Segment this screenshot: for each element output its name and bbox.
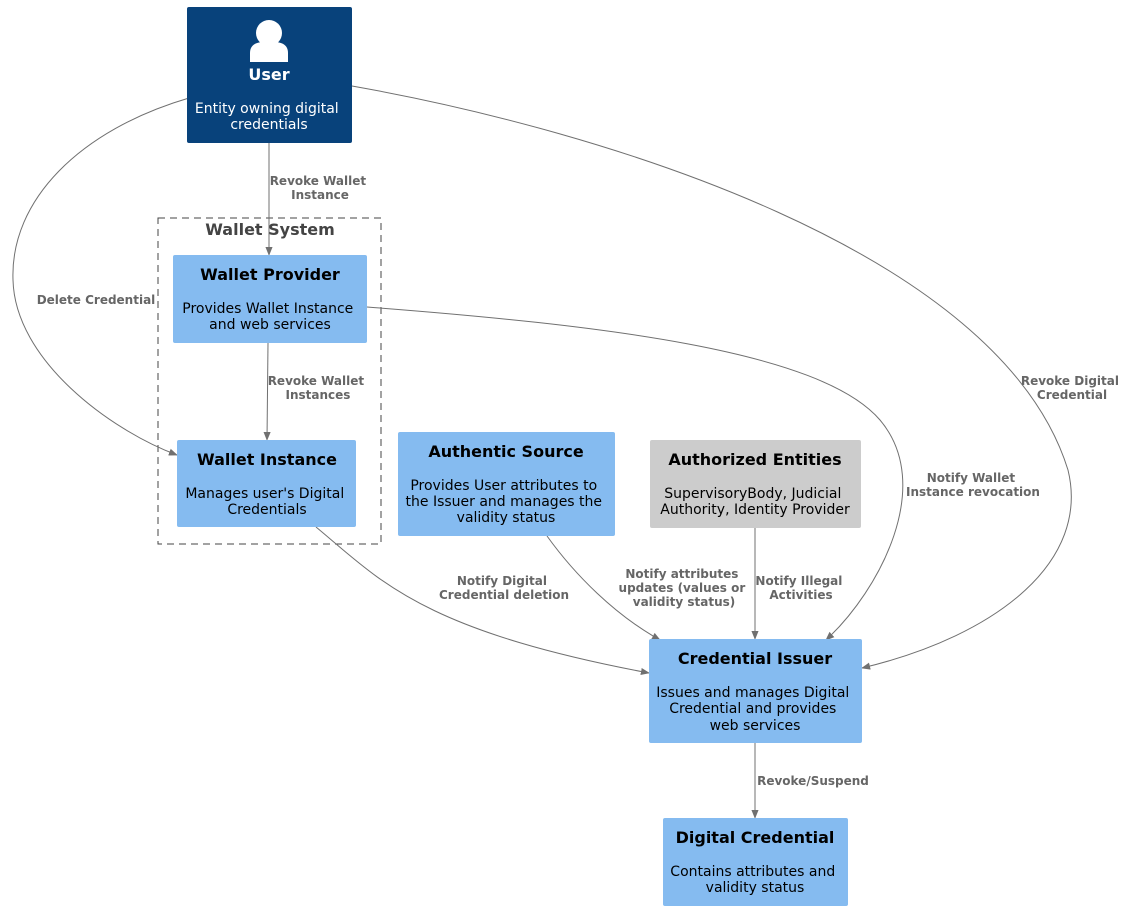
node-user[interactable]: User Entity owning digital credentials [187,7,352,143]
node-wallet-provider[interactable]: Wallet Provider Provides Wallet Instance… [173,255,367,343]
wallet-system-label: Wallet System [205,220,335,239]
edge-provider-to-wallet-instance [263,342,271,441]
edge-user-to-credential-issuer [351,85,1072,670]
authentic-source-title: Authentic Source [428,442,584,461]
wallet-provider-description: Provides Wallet Instance and web service… [182,301,358,333]
digital-credential-title: Digital Credential [676,828,835,847]
node-digital-credential[interactable]: Digital Credential Contains attributes a… [663,818,848,906]
edges [12,85,1072,819]
edge-label-notify-digital-credential-deletion: Notify Digital Credential deletion [439,574,569,602]
authorized-entities-title: Authorized Entities [668,450,841,469]
authentic-source-description: Provides User attributes to the Issuer a… [406,478,607,526]
node-wallet-instance[interactable]: Wallet Instance Manages user's Digital C… [177,440,356,527]
credential-issuer-description: Issues and manages Digital Credential an… [656,685,854,734]
edge-source-to-credential-issuer [546,535,661,641]
node-authorized-entities[interactable]: Authorized Entities SupervisoryBody, Jud… [650,440,861,528]
edge-label-revoke-digital-credential: Revoke Digital Credential [1021,374,1123,402]
authorized-entities-description: SupervisoryBody, Judicial Authority, Ide… [660,486,850,518]
edge-labels: Revoke Wallet Instance Delete Credential… [37,174,1123,788]
edge-label-revoke-wallet-instances: Revoke Wallet Instances [268,374,369,402]
edge-label-notify-wallet-instance-revocation: Notify Wallet Instance revocation [906,471,1040,499]
edge-label-revoke-suspend: Revoke/Suspend [757,774,869,788]
edge-label-delete-credential: Delete Credential [37,293,156,307]
edge-provider-to-credential-issuer [366,306,904,641]
credential-issuer-title: Credential Issuer [678,649,832,668]
edge-label-notify-attributes-updates: Notify attributes updates (values or val… [619,567,750,609]
user-title: User [248,65,289,84]
wallet-provider-title: Wallet Provider [200,265,340,284]
edge-label-revoke-wallet-instance: Revoke Wallet Instance [270,174,371,202]
edge-label-notify-illegal-activities: Notify Illegal Activities [755,574,846,602]
digital-credential-description: Contains attributes and validity status [670,864,839,896]
wallet-instance-description: Manages user's Digital Credentials [185,486,348,518]
node-credential-issuer[interactable]: Credential Issuer Issues and manages Dig… [649,639,862,743]
node-authentic-source[interactable]: Authentic Source Provides User attribute… [398,432,615,536]
edge-user-to-wallet-instance [12,97,190,456]
wallet-instance-title: Wallet Instance [197,450,337,469]
person-icon [250,20,288,62]
user-description: Entity owning digital credentials [195,101,343,133]
edge-instance-to-credential-issuer [315,526,650,676]
